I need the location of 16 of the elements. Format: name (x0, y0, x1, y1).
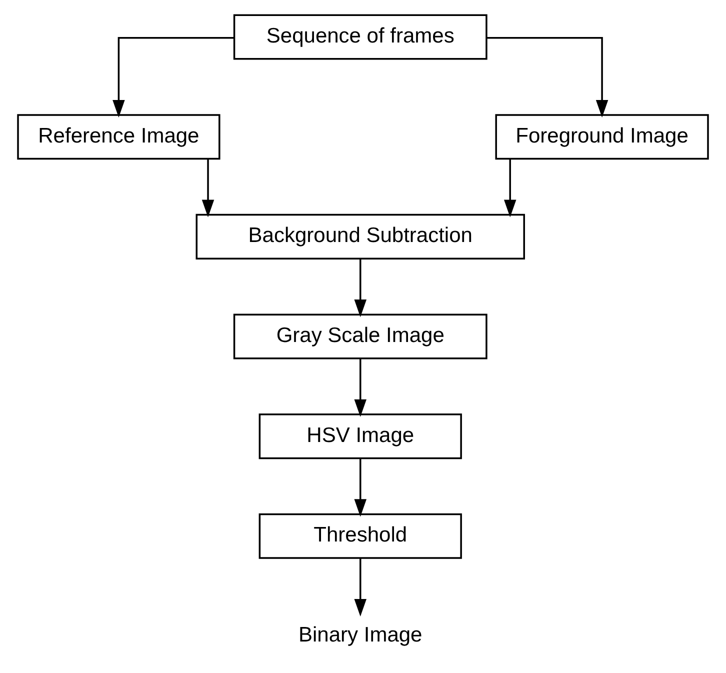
arrow (354, 258, 366, 318)
node-box: Foreground Image (495, 114, 709, 160)
arrow (202, 159, 214, 218)
node-text: Binary Image (298, 623, 422, 646)
arrow (354, 458, 366, 517)
arrow (354, 358, 366, 417)
arrow (504, 159, 516, 218)
node-box: Background Subtraction (196, 214, 525, 260)
node-box: Reference Image (17, 114, 220, 160)
arrow (486, 37, 608, 118)
node-box: Sequence of frames (233, 14, 488, 60)
node-box: HSV Image (258, 414, 462, 460)
node-box: Threshold (258, 513, 462, 559)
node-box: Gray Scale Image (233, 314, 488, 360)
arrow (354, 558, 366, 617)
arrow (112, 37, 234, 118)
